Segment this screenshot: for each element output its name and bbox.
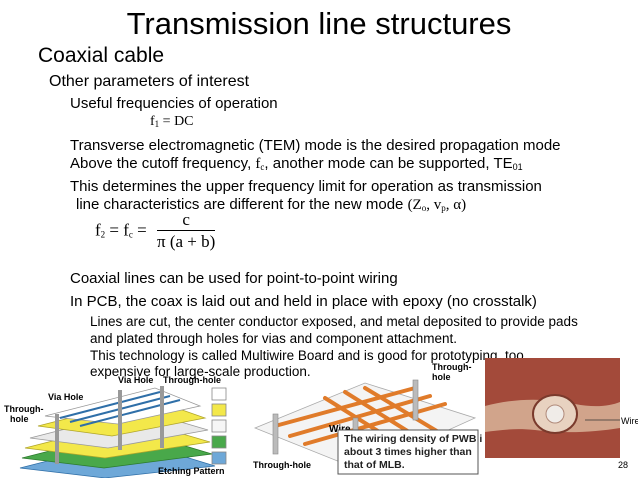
- label-via-hole-top: Via Hole: [118, 375, 153, 385]
- bullet-multiwire-2: expensive for large-scale production.: [90, 364, 311, 379]
- bullet-multiwire-1: This technology is called Multiwire Boar…: [90, 348, 524, 363]
- bullet-lines-cut-2: and plated through holes for vias and co…: [90, 331, 457, 346]
- multiwire-wires: [273, 386, 447, 450]
- multilayer-board-figure: Via Hole Through-hole Through- hole Via …: [4, 375, 227, 478]
- heading-coaxial-cable: Coaxial cable: [38, 44, 165, 67]
- wiring-density-callout: [337, 429, 479, 475]
- bullet-upper-limit: This determines the upper frequency limi…: [70, 178, 542, 195]
- label-via-hole-left: Via Hole: [48, 392, 83, 402]
- board-vias: [55, 386, 164, 464]
- equation-denominator: π (a + b): [157, 232, 216, 251]
- callout-line-2: about 3 times higher than: [344, 446, 472, 458]
- bullet-cutoff-frequency: Above the cutoff frequency, fc, another …: [70, 155, 523, 172]
- callout-line-1: The wiring density of PWB is: [344, 433, 482, 445]
- bullet-useful-frequencies: Useful frequencies of operation: [70, 95, 278, 112]
- label-through-hole-mid-1: Through-: [432, 362, 472, 372]
- bullet-tem-mode: Transverse electromagnetic (TEM) mode is…: [70, 137, 561, 154]
- label-through-hole-top: Through-hole: [163, 375, 221, 385]
- subheading-other-parameters: Other parameters of interest: [49, 73, 250, 90]
- wire-cross-section-photo: Wire: [485, 358, 638, 458]
- bullet-lines-cut-1: Lines are cut, the center conductor expo…: [90, 314, 578, 329]
- equation-numerator: c: [157, 210, 216, 231]
- label-through-hole-mid-2: hole: [432, 372, 451, 382]
- label-through-hole-left-1: Through-: [4, 404, 44, 414]
- label-through-hole-bottom: Through-hole: [253, 460, 311, 470]
- label-etching-pattern: Etching Pattern: [158, 466, 225, 476]
- bullet-pcb-coax: In PCB, the coax is laid out and held in…: [70, 293, 537, 310]
- wire-center-conductor: [545, 404, 565, 424]
- bullet-point-to-point: Coaxial lines can be used for point-to-p…: [70, 270, 398, 287]
- multiwire-board-figure: Through- hole Wire Through-hole The wiri…: [253, 362, 482, 475]
- callout-line-3: that of MLB.: [344, 459, 405, 471]
- label-wire-right: Wire: [621, 416, 638, 426]
- bullet-line-characteristics: line characteristics are different for t…: [76, 196, 467, 213]
- label-through-hole-left-2: hole: [10, 414, 29, 424]
- slide-title: Transmission line structures: [126, 6, 512, 41]
- layer-legend: [211, 387, 227, 465]
- page-number: 28: [617, 460, 628, 470]
- formula-f1: f1 = DC: [150, 114, 194, 129]
